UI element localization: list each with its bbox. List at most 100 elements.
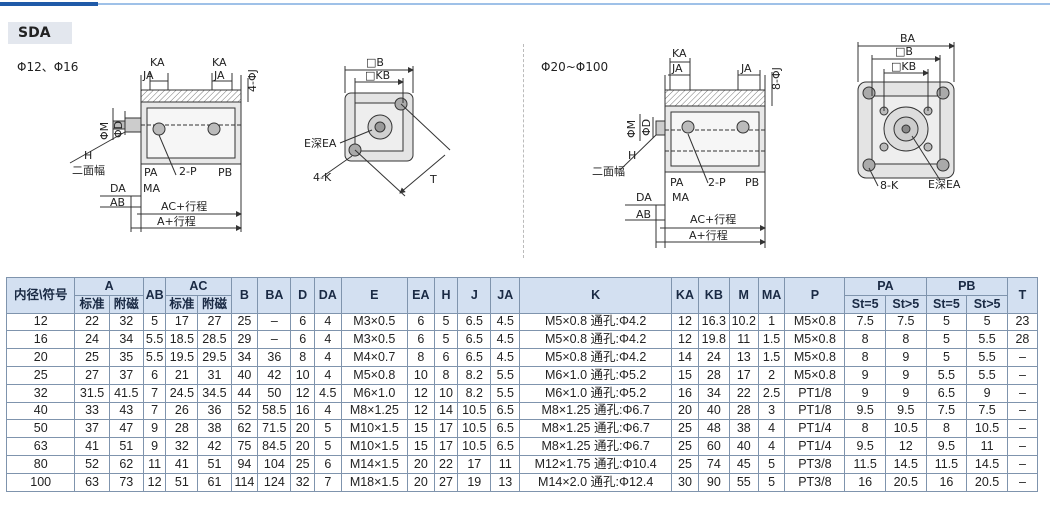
table-cell: 51: [108, 437, 144, 456]
table-cell: 31.5: [74, 383, 110, 403]
lbl-p: 2-P: [179, 165, 197, 178]
table-cell: 17: [728, 365, 759, 385]
table-cell: 9.5: [884, 401, 927, 421]
table-cell: 33: [74, 401, 110, 421]
lbl-h: H: [84, 149, 92, 162]
table-cell: 13: [490, 472, 521, 492]
table-cell: 17: [457, 454, 492, 474]
left-bore-label: Φ12、Φ16: [17, 60, 79, 74]
lbl-front-kb: □KB: [365, 69, 390, 82]
table-cell: 15: [406, 437, 435, 456]
table-cell: 5.5: [142, 330, 167, 350]
col-header: M: [728, 277, 759, 314]
table-cell: 9: [142, 419, 167, 439]
table-cell: M4×0.7: [340, 348, 408, 367]
sub-header: 附磁: [197, 294, 232, 314]
table-cell: 5.5: [490, 365, 521, 385]
table-cell: 35: [108, 348, 144, 367]
lbl-rf-ba: BA: [900, 32, 916, 45]
col-header: DA: [313, 277, 342, 314]
table-cell: 8: [844, 419, 886, 439]
table-cell: 34: [230, 348, 259, 367]
table-cell: 7: [142, 383, 167, 403]
table-cell: 25: [290, 454, 315, 474]
table-cell: 6: [290, 330, 315, 350]
lbl-r-pa: PA: [670, 176, 684, 189]
table-cell: 5.5: [966, 365, 1008, 385]
sub-header: 标准: [165, 294, 199, 314]
table-cell: 16: [290, 401, 315, 421]
table-cell: 4: [313, 348, 342, 367]
series-tag: SDA: [8, 22, 72, 44]
table-cell: 6.5: [925, 383, 968, 403]
right-bore-label: Φ20~Φ100: [541, 60, 609, 74]
table-cell: M5×0.8: [340, 365, 408, 385]
col-header: B: [230, 277, 259, 314]
lbl-ma: MA: [143, 182, 160, 195]
table-cell: 22: [74, 312, 110, 332]
lbl-r-pb: PB: [745, 176, 759, 189]
table-cell: 4.5: [313, 383, 342, 403]
table-cell: 8: [290, 348, 315, 367]
table-cell: 9: [966, 383, 1008, 403]
table-cell: 42: [197, 437, 232, 456]
table-cell: –: [1006, 437, 1039, 456]
table-cell: –: [257, 330, 292, 350]
table-cell: M5×0.8: [784, 365, 846, 385]
table-cell: 20.5: [884, 472, 927, 492]
table-cell: PT1/4: [784, 419, 846, 439]
table-cell: 41: [74, 437, 110, 456]
lbl-r-ka: KA: [672, 47, 687, 60]
col-header: KB: [697, 277, 730, 314]
table-cell: 24: [74, 330, 110, 350]
lbl-r-ja-1: JA: [671, 62, 683, 75]
technical-drawings: KA KA JA JA 4-ΦJ ΦM ΦD H 二面幅 2-P PA PB D…: [69, 32, 961, 248]
col-header: AB: [142, 277, 167, 314]
table-cell: PT3/8: [784, 472, 846, 492]
table-cell: 9: [884, 383, 927, 403]
table-cell: 17: [165, 312, 199, 332]
table-cell: 4: [757, 437, 786, 456]
table-cell: –: [1006, 365, 1039, 385]
sub-header: St>5: [966, 294, 1008, 314]
table-cell: PT1/8: [784, 401, 846, 421]
table-cell: 8.2: [457, 383, 492, 403]
table-cell: M5×0.8: [784, 330, 846, 350]
lbl-d: ΦD: [112, 121, 125, 138]
table-cell: 75: [230, 437, 259, 456]
lbl-da: DA: [110, 182, 126, 195]
table-cell: 52: [230, 401, 259, 421]
table-cell: 19.5: [165, 348, 199, 367]
spec-table: 内径\符号 A AB AC B BA D DA E EA H J JA K KA…: [5, 277, 1039, 492]
table-cell: 4: [757, 419, 786, 439]
table-cell: 7: [313, 472, 342, 492]
table-cell: 22: [433, 454, 459, 474]
lbl-r-ab: AB: [636, 208, 651, 221]
table-cell: –: [1006, 454, 1039, 474]
table-cell: 5: [757, 454, 786, 474]
table-cell: 9.5: [844, 401, 886, 421]
table-cell: M5×0.8 通孔:Φ4.2: [519, 348, 673, 367]
table-cell: 38: [728, 419, 759, 439]
table-cell: 94: [230, 454, 259, 474]
left-side-view: [69, 73, 249, 232]
table-cell: 58.5: [257, 401, 292, 421]
lbl-r-two-faces: 二面幅: [592, 165, 625, 178]
table-cell: 28: [1006, 330, 1039, 350]
table-cell: 5: [757, 472, 786, 492]
table-cell: 74: [697, 454, 730, 474]
table-cell: 47: [108, 419, 144, 439]
table-cell: 17: [433, 419, 459, 439]
table-cell: 62: [230, 419, 259, 439]
table-cell: 40: [5, 401, 76, 421]
table-cell: 44: [230, 383, 259, 403]
table-cell: 6.5: [457, 348, 492, 367]
table-cell: 28: [728, 401, 759, 421]
table-cell: 25: [74, 348, 110, 367]
col-header: D: [290, 277, 315, 314]
table-cell: 23: [1006, 312, 1039, 332]
